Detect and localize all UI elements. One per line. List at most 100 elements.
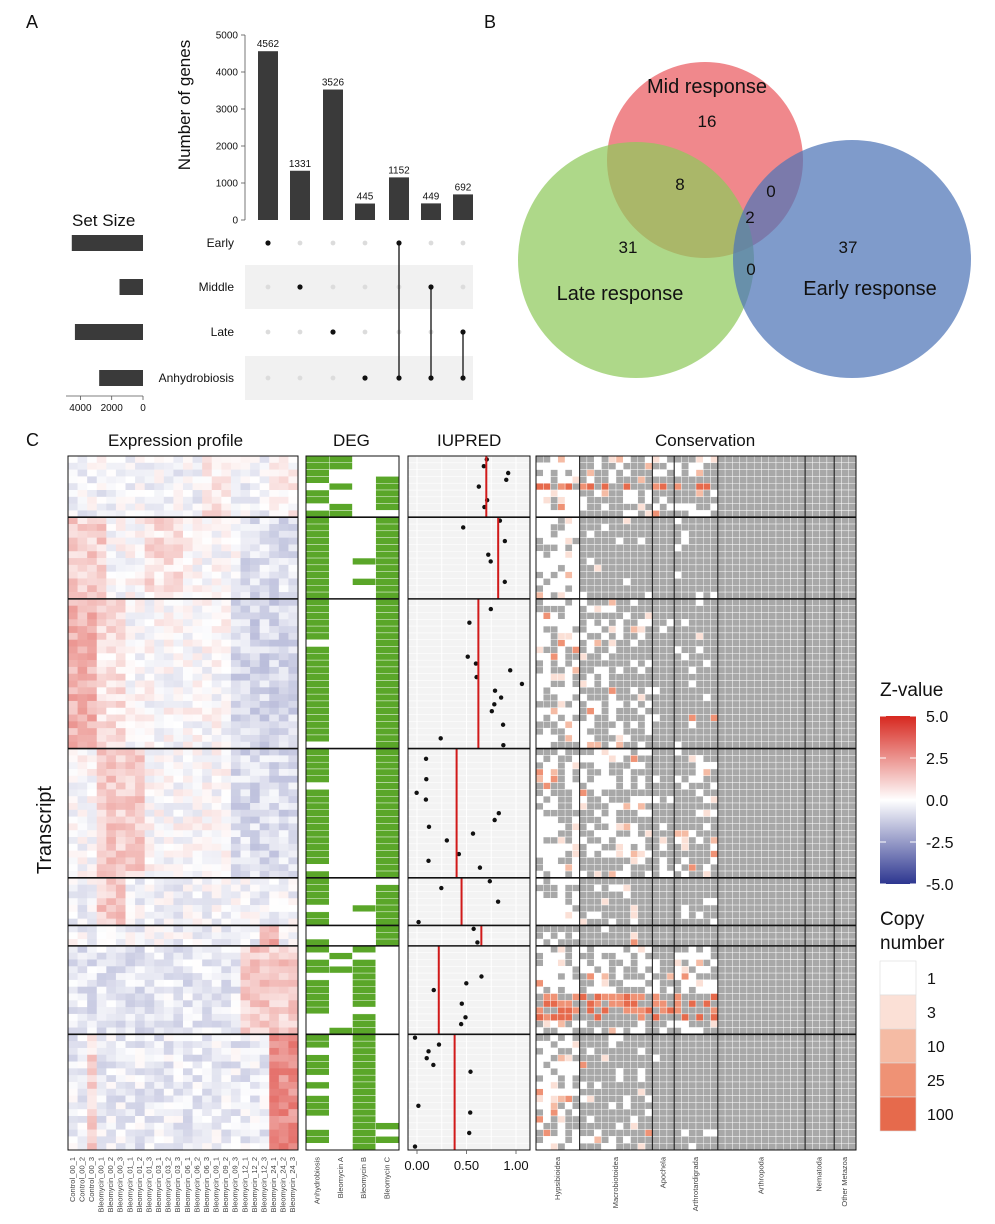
- conservation-cell: [848, 693, 857, 702]
- heatmap-cell: [96, 755, 107, 763]
- heatmap-cell: [68, 789, 78, 797]
- heatmap-cell: [211, 945, 222, 953]
- heatmap-cell: [77, 612, 88, 620]
- heatmap-cell: [288, 925, 299, 933]
- heatmap-cell: [144, 741, 155, 749]
- heatmap-cell: [125, 496, 136, 504]
- heatmap-cell: [154, 1034, 165, 1042]
- deg-cell: [305, 768, 330, 776]
- conservation-cell: [703, 476, 711, 484]
- heatmap-cell: [115, 673, 126, 681]
- heatmap-cell: [96, 1081, 107, 1090]
- heatmap-cell: [250, 1068, 260, 1076]
- conservation-cell: [848, 489, 857, 498]
- heatmap-cell: [87, 1088, 98, 1096]
- heatmap-cell: [221, 571, 232, 579]
- conservation-cell: [695, 510, 704, 518]
- deg-cell: [305, 959, 330, 967]
- heatmap-cell: [173, 1054, 184, 1062]
- conservation-cell: [768, 646, 777, 654]
- heatmap-cell: [135, 1129, 145, 1137]
- conservation-cell: [630, 571, 639, 579]
- conservation-cell: [753, 612, 762, 620]
- conservation-cell: [739, 605, 748, 613]
- heatmap-cell: [77, 986, 88, 994]
- heatmap-cell: [106, 782, 117, 790]
- heatmap-cell: [106, 918, 117, 926]
- conservation-cell: [564, 517, 573, 525]
- heatmap-cell: [221, 1000, 232, 1008]
- deg-cell: [352, 1081, 376, 1089]
- conservation-cell: [797, 646, 806, 654]
- heatmap-cell: [144, 898, 155, 906]
- conservation-cell: [579, 673, 588, 681]
- conservation-cell: [586, 537, 595, 545]
- conservation-cell: [673, 659, 682, 668]
- heatmap-cell: [115, 973, 126, 981]
- heatmap-cell: [125, 592, 136, 600]
- heatmap-cell: [135, 476, 145, 484]
- heatmap-cell: [96, 626, 107, 634]
- heatmap-cell: [192, 612, 203, 620]
- heatmap-cell: [96, 1007, 107, 1015]
- heatmap-cell: [250, 592, 260, 600]
- conservation-cell: [586, 619, 595, 627]
- conservation-cell: [623, 632, 631, 640]
- heatmap-cell: [154, 871, 165, 879]
- heatmap-cell: [154, 653, 165, 661]
- conservation-cell: [673, 680, 682, 688]
- deg-cell: [352, 462, 376, 470]
- heatmap-cell: [106, 877, 117, 885]
- conservation-cell: [695, 489, 704, 498]
- upset-matrix: [245, 240, 473, 400]
- heatmap-cell: [173, 673, 184, 681]
- conservation-cell: [601, 489, 609, 498]
- heatmap-cell: [202, 932, 213, 940]
- heatmap-cell: [259, 768, 270, 777]
- deg-cell: [305, 714, 330, 722]
- conservation-cell: [608, 646, 617, 654]
- heatmap-cell: [288, 707, 299, 715]
- conservation-cell: [783, 673, 791, 681]
- deg-cell: [305, 605, 330, 613]
- conservation-cell: [739, 687, 748, 695]
- deg-cell: [375, 483, 400, 491]
- conservation-cell: [812, 687, 820, 695]
- heatmap-cell: [135, 626, 145, 634]
- heatmap-cell: [288, 517, 299, 525]
- heatmap-cell: [202, 796, 213, 804]
- heatmap-cell: [125, 823, 136, 831]
- conservation-cell: [833, 605, 842, 613]
- heatmap-cell: [288, 1143, 299, 1151]
- deg-cell: [352, 591, 376, 600]
- conservation-cell: [564, 551, 573, 559]
- conservation-cell: [623, 673, 631, 681]
- conservation-cell: [739, 653, 748, 661]
- conservation-cell: [775, 680, 784, 688]
- heatmap-cell: [211, 666, 222, 675]
- conservation-cell: [739, 530, 748, 538]
- conservation-cell: [753, 462, 762, 470]
- conservation-cell: [535, 714, 544, 722]
- deg-cell: [352, 1068, 376, 1076]
- heatmap-cell: [211, 1088, 222, 1096]
- conservation-cell: [572, 666, 580, 674]
- heatmap-cell: [115, 605, 126, 613]
- heatmap-cell: [163, 612, 174, 620]
- conservation-cell: [703, 673, 711, 681]
- heatmap-cell: [288, 666, 299, 675]
- conservation-cell: [644, 619, 653, 627]
- heatmap-cell: [278, 796, 289, 804]
- heatmap-cell: [144, 646, 155, 654]
- heatmap-cell: [230, 864, 241, 872]
- conservation-cell: [848, 727, 857, 736]
- conservation-cell: [717, 564, 726, 572]
- heatmap-cell: [154, 952, 165, 960]
- heatmap-cell: [259, 605, 270, 613]
- conservation-cell: [688, 455, 697, 464]
- heatmap-cell: [173, 660, 184, 668]
- heatmap-cell: [269, 986, 280, 994]
- conservation-cell: [695, 632, 704, 640]
- deg-cell: [375, 823, 400, 831]
